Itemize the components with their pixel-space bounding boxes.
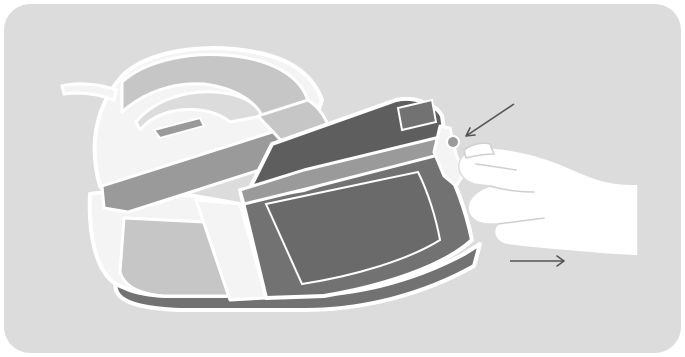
release-button [447,136,459,148]
illustration-panel [4,4,681,353]
steam-iron-illustration [4,4,681,353]
